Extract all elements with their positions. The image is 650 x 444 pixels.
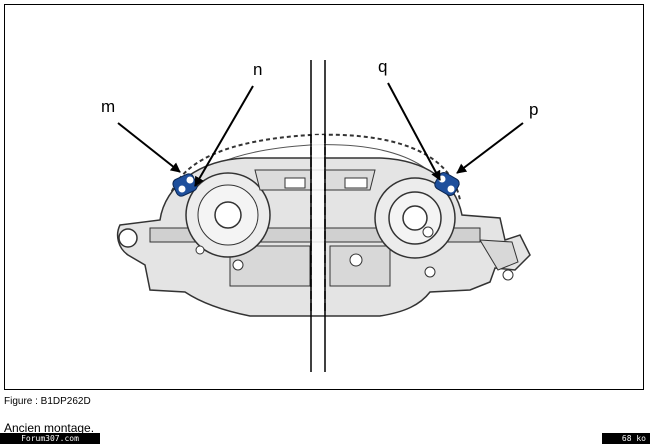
pointer-arrow-icon — [194, 85, 254, 187]
figure-caption: Figure : B1DP262D — [4, 396, 91, 407]
subtitle: Ancien montage. — [4, 421, 95, 435]
callout-p: p — [529, 100, 539, 119]
file-size-badge: 68 ko — [602, 433, 650, 444]
pointer-arrow-icon — [456, 122, 524, 174]
pointer-arrow-icon — [387, 82, 441, 181]
forum-watermark[interactable]: Forum307.com — [0, 433, 100, 444]
callout-m: m — [101, 97, 116, 116]
engine-timing-diagram — [116, 60, 531, 372]
callout-q: q — [378, 57, 388, 76]
footer-bar: Forum307.com 68 ko — [0, 433, 650, 444]
timing-chain — [167, 133, 461, 206]
pointer-arrow-icon — [117, 122, 181, 173]
callout-n: n — [253, 60, 263, 79]
right-camshaft-sprocket — [374, 177, 456, 259]
left-camshaft-sprocket — [185, 172, 271, 258]
